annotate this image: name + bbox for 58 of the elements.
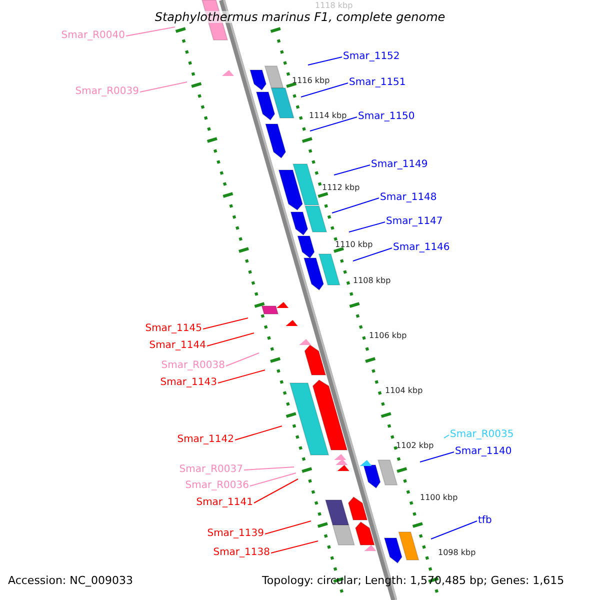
scale-label: 1106 kbp [369,331,407,341]
footer-text: Accession: NC_009033 [8,575,134,587]
leader-line [430,520,478,540]
footer-text: Topology: circular; Length: 1,570,485 bp; Genes: 1,615 [262,575,564,587]
scale-label: 1116 kbp [292,76,330,86]
gene-label: Smar_1140 [455,446,512,458]
leader-line [140,82,188,92]
gene-label: Smar_R0039 [75,86,139,98]
gene-label: Smar_R0038 [161,360,225,372]
leader-line [332,198,380,214]
scale-label: 1118 kbp [315,1,353,11]
gene-label: Smar_1141 [196,497,253,509]
leader-line [218,370,266,384]
leader-line [420,452,454,462]
gene-label: Smar_1152 [343,51,400,63]
gene-label: Smar_1145 [145,323,202,335]
gene-label: Smar_1143 [160,377,217,389]
gene-label: Smar_R0035 [450,429,514,441]
leader-line [250,472,296,486]
gene-label: Smar_1147 [386,216,443,228]
leader-line [348,222,386,232]
leader-line [352,248,392,262]
leader-line [334,164,370,176]
scale-label: 1112 kbp [322,183,360,193]
gene-label: tfb [478,515,492,527]
gene-label: Smar_R0040 [61,30,125,42]
leader-line [300,82,348,98]
gene-label: Smar_1151 [349,77,406,89]
gene-label: Smar_R0036 [185,480,249,492]
leader-line [202,318,248,330]
scale-label: 1102 kbp [396,441,434,451]
gene-label: Smar_1144 [149,340,206,352]
scale-label: 1098 kbp [438,548,476,558]
leader-line [308,56,342,66]
title: Staphylothermus marinus F1, complete genome [154,11,446,23]
leader-line [254,478,298,504]
scale-label: 1108 kbp [353,276,391,286]
leader-line [264,520,312,534]
scale-label: 1100 kbp [420,493,458,503]
gene-label: Smar_1149 [371,159,428,171]
gene-label: Smar_1139 [207,528,264,540]
gene-label: Smar_1148 [380,192,437,204]
leader-line [126,26,176,36]
gene-label: Smar_1146 [393,242,450,254]
scale-label: 1110 kbp [335,240,373,250]
gene-label: Smar_1150 [358,111,415,123]
leader-line [206,332,254,346]
leader-line [226,352,260,366]
leader-line [270,540,318,554]
leader-line [234,426,282,440]
gene-label: Smar_R0037 [179,464,243,476]
scale-label: 1114 kbp [309,111,347,121]
gene-label: Smar_1138 [213,547,270,559]
leader-line [444,434,450,438]
leader-line [244,466,294,470]
scale-label: 1104 kbp [385,386,423,396]
leader-line [310,116,358,132]
gene-label: Smar_1142 [177,434,234,446]
